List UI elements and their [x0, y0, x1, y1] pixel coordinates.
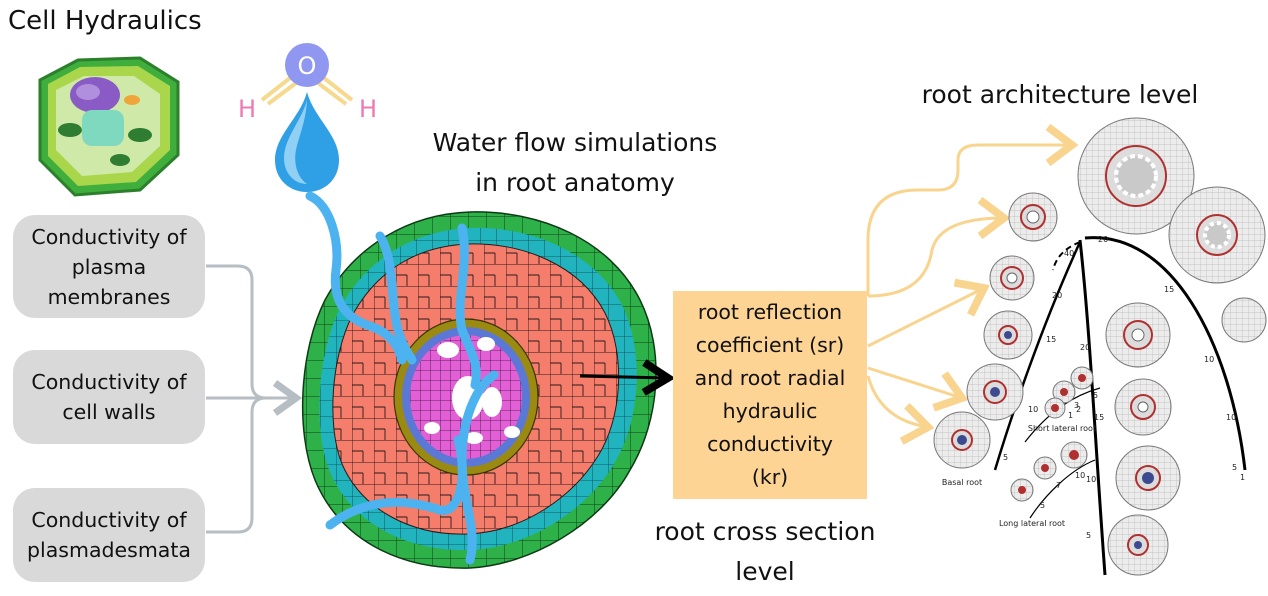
box-line: Conductivity of — [31, 508, 187, 532]
arch-cross-section — [1115, 445, 1181, 511]
label-line: level — [735, 557, 795, 586]
box-line: plasma — [71, 254, 147, 279]
axis-number: 10 — [1204, 355, 1214, 364]
axis-number: 5 — [1086, 531, 1091, 540]
result-line: conductivity — [707, 432, 833, 456]
axis-number: 10 — [1028, 405, 1038, 414]
axis-number: 7 — [1056, 481, 1061, 490]
arch-cross-section — [1077, 117, 1195, 235]
axis-number: 5 — [1232, 463, 1237, 472]
xylem-vessel — [504, 426, 520, 438]
xylem-vessel — [465, 432, 483, 444]
xylem-vessel — [424, 422, 440, 434]
water-flow-paths — [305, 191, 499, 565]
arch-cross-section — [1107, 514, 1169, 576]
page-title: Cell Hydraulics — [8, 6, 202, 36]
axis-number: 3 — [1074, 401, 1079, 410]
axis-number: 20 — [1052, 291, 1062, 300]
xylem-vessel — [437, 342, 459, 358]
result-line: (kr) — [751, 465, 789, 489]
axis-number: 10 — [1075, 471, 1085, 480]
result-box: root reflection coefficient (sr) and roo… — [673, 291, 867, 499]
basal-root-label: Basal root — [942, 478, 982, 487]
result-line: hydraulic — [722, 399, 818, 423]
root-architecture-figure: Basal root Short lateral root Long later… — [933, 117, 1267, 576]
box-line: membranes — [47, 284, 171, 309]
cell-wall-conductivity-box: Conductivity of cell walls — [13, 350, 205, 444]
axis-number: 10 — [1086, 475, 1096, 484]
axis-number: 20 — [1080, 343, 1090, 352]
input-connectors — [206, 264, 296, 534]
plant-cell-icon — [38, 56, 180, 197]
axis-number: 10 — [1226, 413, 1236, 422]
arch-cross-section — [983, 310, 1033, 360]
axis-number: 5 — [1040, 501, 1045, 510]
arch-cross-section — [1221, 297, 1267, 343]
oxygen-label: O — [298, 52, 317, 80]
architecture-level-label: root architecture level — [921, 80, 1199, 109]
heading-line: in root anatomy — [475, 168, 675, 197]
arch-cross-section — [933, 411, 991, 469]
result-line: coefficient (sr) — [695, 333, 845, 357]
water-droplet-icon — [275, 92, 339, 192]
xylem-vessel — [477, 337, 495, 351]
oxygen-atom — [285, 43, 329, 87]
box-line: Conductivity of — [31, 224, 187, 249]
axis-number: 1 — [1240, 473, 1245, 482]
box-line: cell walls — [62, 400, 156, 424]
water-molecule: O H H — [238, 43, 377, 123]
box-line: Conductivity of — [31, 370, 187, 394]
axis-number: 20 — [1098, 235, 1108, 244]
center-heading: Water flow simulations in root anatomy — [400, 123, 750, 203]
axis-number: 1 — [1068, 411, 1073, 420]
plasma-membrane-conductivity-box: Conductivity of plasma membranes — [13, 215, 205, 318]
axis-number: 15 — [1164, 285, 1174, 294]
arch-cross-section — [1105, 302, 1171, 368]
axis-number: 2 — [1076, 405, 1081, 414]
result-line: root reflection — [697, 300, 843, 324]
arch-cross-section — [966, 363, 1024, 421]
heading-line: Water flow simulations — [432, 128, 718, 157]
arch-cross-section — [1168, 186, 1266, 284]
label-line: root cross section — [654, 517, 876, 546]
arch-cross-section-small — [1010, 366, 1094, 502]
arch-cross-section — [989, 255, 1035, 301]
hydrogen-left-label: H — [238, 95, 256, 123]
axis-number: 5 — [1093, 391, 1098, 400]
axis-number: 5 — [1003, 453, 1008, 462]
axis-number: 15 — [1046, 335, 1056, 344]
result-line: and root radial — [694, 366, 846, 390]
hydrogen-right-label: H — [359, 95, 377, 123]
xylem-vessel — [482, 387, 502, 417]
box-line: plasmadesmata — [27, 538, 191, 562]
axis-number: 15 — [1094, 413, 1104, 422]
long-lateral-root-label: Long lateral root — [999, 519, 1065, 528]
plasmodesmata-conductivity-box: Conductivity of plasmadesmata — [13, 488, 205, 582]
arch-cross-section — [1114, 378, 1172, 436]
short-lateral-root-label: Short lateral root — [1028, 424, 1096, 433]
axis-number: 40 — [1064, 249, 1074, 258]
cross-section-level-label: root cross section level — [625, 512, 905, 592]
architecture-arrows — [866, 145, 1072, 427]
result-arrow — [579, 376, 668, 378]
arch-cross-section — [1008, 192, 1058, 242]
